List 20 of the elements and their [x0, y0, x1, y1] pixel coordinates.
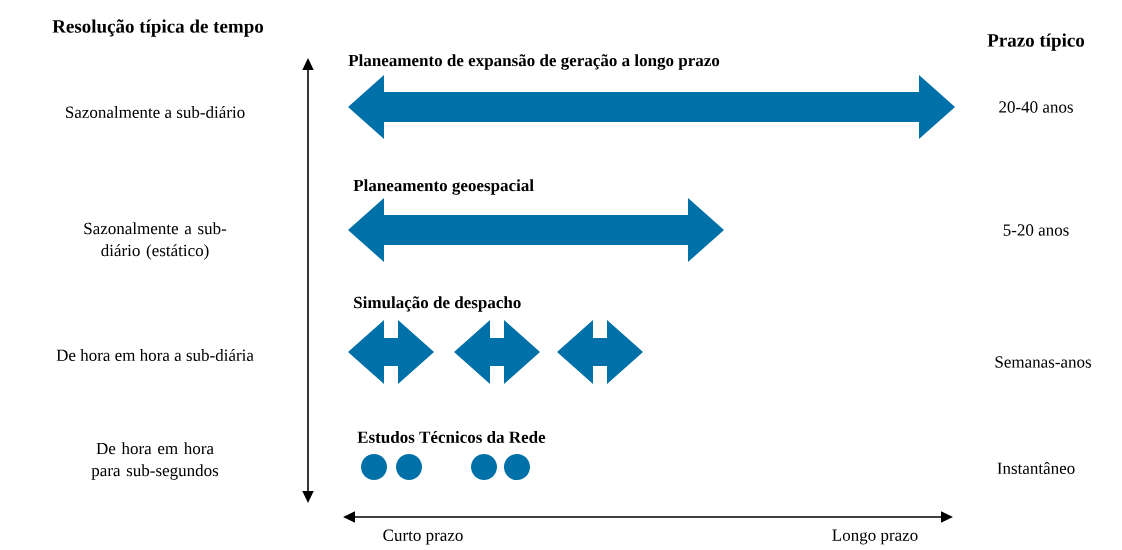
node-label: Simulação de despacho — [354, 296, 521, 312]
node-label: Estudos Técnicos da Rede — [357, 431, 546, 444]
term-label: 5-20 anos — [1003, 224, 1069, 236]
row-label: De hora em hora para sub-segundos — [91, 442, 219, 480]
column-heading: Prazo típico — [987, 33, 1085, 51]
term-label: 20-40 anos — [999, 101, 1073, 113]
column-heading: Resolução típica de tempo — [52, 19, 264, 37]
node-label: Planeamento de expansão de geração a longo prazo — [348, 54, 720, 70]
dots-drawing: Estudos Técnicos da Rede — [357, 431, 546, 480]
row-label: De hora em hora a sub-diária — [56, 349, 254, 361]
axis-label: Longo prazo — [832, 529, 918, 545]
term-label: Semanas-anos — [995, 356, 1092, 368]
term-label: Instantâneo — [997, 462, 1075, 474]
range-bands-drawing: Simulação de despacho — [348, 296, 643, 384]
range-band: Planeamento de expansão de geração a longo prazo — [348, 54, 955, 139]
node-label: Planeamento geoespacial — [353, 179, 534, 195]
row-label: Sazonalmente a sub-diário — [66, 106, 245, 118]
range-band: Planeamento geoespacial — [348, 179, 724, 262]
row-label: Sazonalmente a sub-diário (estático) — [84, 222, 227, 260]
axis-label: Curto prazo — [383, 529, 463, 545]
